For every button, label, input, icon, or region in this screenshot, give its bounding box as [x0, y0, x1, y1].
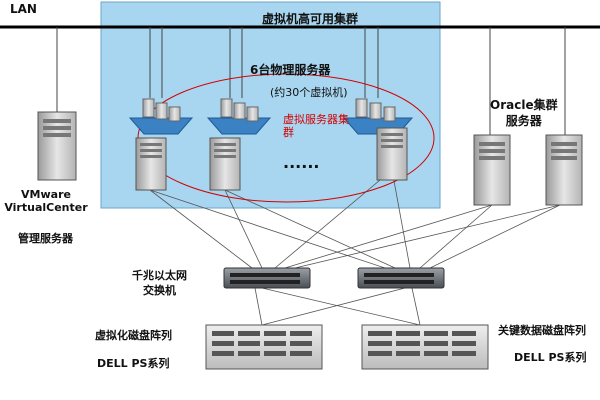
- virtual-disk-array-label: 虚拟化磁盘阵列: [95, 329, 172, 342]
- management-server-label: 管理服务器: [18, 232, 73, 245]
- vmware-label: VMware VirtualCenter: [4, 188, 88, 214]
- key-data-disk-label: 关键数据磁盘阵列: [498, 324, 586, 337]
- vcenter-server: [37, 111, 77, 181]
- lan-drops: [56, 27, 566, 135]
- vm-cluster-label: 虚拟服务器集群: [283, 113, 349, 139]
- cluster-title: 虚拟机高可用集群: [262, 12, 359, 26]
- physical-servers-label: 6台物理服务器: [250, 63, 331, 77]
- physical-server-2: [209, 137, 241, 191]
- dell-ps-label-1: DELL PS系列: [97, 357, 170, 370]
- key-data-disk-array: [361, 324, 489, 370]
- oracle-server-1: [473, 134, 511, 206]
- gige-switch-label: 千兆以太网 交换机: [132, 269, 187, 297]
- lan-label: LAN: [10, 2, 37, 16]
- gige-switch-2: [357, 267, 445, 289]
- vm-stack-2: [206, 98, 272, 135]
- oracle-cluster-label: Oracle集群 服务器: [490, 98, 558, 128]
- virtual-disk-array: [205, 324, 323, 370]
- vm-stack-1: [128, 98, 194, 135]
- physical-server-3: [376, 127, 408, 181]
- gige-switch-1: [223, 267, 311, 289]
- more-servers-dots: ......: [283, 153, 319, 172]
- physical-server-1: [135, 137, 167, 191]
- dell-ps-label-2: DELL PS系列: [514, 351, 587, 364]
- switch-links: [149, 169, 561, 326]
- vm-count-label: (约30个虚拟机): [270, 86, 348, 99]
- oracle-server-2: [545, 134, 583, 206]
